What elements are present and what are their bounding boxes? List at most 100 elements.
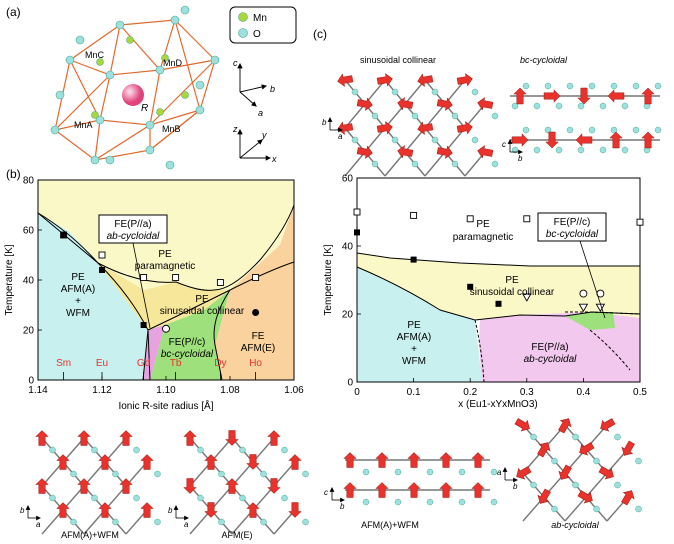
mn-spin-arrow <box>140 502 154 518</box>
mn-spin-arrow <box>516 466 532 480</box>
o-atom <box>411 112 419 120</box>
mn-spin-arrow <box>513 87 527 105</box>
spin-arrow-shape <box>56 502 70 518</box>
mn-spin-arrow <box>376 121 393 135</box>
mn-spin-arrow <box>577 87 591 105</box>
spin-arrow-shape <box>621 440 635 456</box>
spin-arrow-shape <box>356 97 373 111</box>
lattice-axis-glyph: ba <box>322 117 343 141</box>
c-ylabel: Temperature [K] <box>323 244 334 315</box>
mn-spin-arrow <box>204 454 218 470</box>
o-atom <box>197 446 204 454</box>
o-atom <box>490 498 498 506</box>
o-atom <box>614 433 621 441</box>
spin-arrow-shape <box>407 482 421 498</box>
o-atom <box>614 481 621 489</box>
mn-spin-arrow <box>545 131 559 149</box>
o-atom <box>632 126 640 134</box>
o-atom <box>451 160 459 168</box>
mn-spin-arrow <box>439 482 453 498</box>
bond-line <box>344 151 366 177</box>
o-atom <box>635 457 642 465</box>
mn-spin-arrow <box>558 464 572 480</box>
b-xtick-label: 1.12 <box>92 385 112 396</box>
spin-arrow-shape <box>439 482 453 498</box>
mn-spin-arrow <box>407 482 421 498</box>
mn-spin-arrow <box>183 478 197 494</box>
axis-up-label: a <box>497 468 502 477</box>
b-febc-label: bc-cycloidal <box>161 349 214 360</box>
o-atom <box>572 433 579 441</box>
spin-arrow-shape <box>577 490 593 504</box>
o-atom <box>394 498 402 506</box>
axis-up-label: b <box>20 506 25 515</box>
spin-arrow-shape <box>471 452 485 468</box>
mn-spin-arrow <box>288 454 302 470</box>
mn-spin-arrow <box>641 87 655 105</box>
b-afma-wfm: WFM <box>66 308 90 319</box>
o-atom <box>112 518 119 526</box>
o-atom <box>154 470 161 478</box>
b-afma-plus: + <box>75 296 81 307</box>
spin-arrow-shape <box>267 478 281 494</box>
legend-mn: Mn <box>253 13 267 24</box>
axis-right-label: b <box>340 502 345 511</box>
axis-up-label: c <box>324 488 328 497</box>
spin-arrow-shape <box>579 442 595 456</box>
c-tcyc-point <box>522 293 532 302</box>
b-tafme-point <box>252 309 260 316</box>
o-atom <box>555 146 563 154</box>
afm-a-wfm-lattice <box>35 430 161 535</box>
spin-arrow-shape <box>119 478 133 494</box>
c-xtick-label: 0.4 <box>576 387 590 398</box>
spin-arrow-shape <box>375 482 389 498</box>
o-atom <box>362 498 370 506</box>
legend-o: O <box>253 29 261 40</box>
bond-line <box>585 472 608 498</box>
axis-x: x <box>271 154 277 164</box>
o-atom <box>371 160 379 168</box>
mn-spin-arrow <box>140 454 154 470</box>
o-atom <box>133 494 140 502</box>
o-atom <box>70 470 77 478</box>
spin-arrow-shape <box>600 418 616 432</box>
b-tafm-point <box>140 322 147 328</box>
o-atom <box>458 468 466 476</box>
o-atom <box>551 505 558 513</box>
o-atom <box>544 126 552 134</box>
c-ytick-label: 0 <box>347 378 353 389</box>
o-atom <box>544 82 552 90</box>
mn-spin-arrow <box>119 430 133 446</box>
b-element-label: Gd <box>137 358 150 369</box>
c-afma-wfm: WFM <box>402 356 426 367</box>
spin-arrow-shape <box>204 502 218 518</box>
b-xtick-label: 1.14 <box>28 385 48 396</box>
spin-arrow-shape <box>477 145 494 159</box>
c-ytick-label: 60 <box>342 174 354 185</box>
mn-spin-arrow <box>204 502 218 518</box>
o-atom <box>302 470 309 478</box>
bond-line <box>424 151 446 177</box>
spin-arrow-shape <box>516 466 532 480</box>
spin-arrow-shape <box>288 502 302 518</box>
mn-spin-arrow <box>621 440 635 456</box>
mn-spin-arrow <box>456 73 473 87</box>
mn-spin-arrow <box>641 131 655 149</box>
bond-line <box>231 509 254 535</box>
spin-arrow-shape <box>641 87 655 105</box>
mna-label: MnA <box>74 120 93 130</box>
mn-spin-arrow <box>375 482 389 498</box>
panel-label-a: (a) <box>6 5 21 19</box>
o-atom <box>91 494 98 502</box>
c-tn-point <box>636 218 644 226</box>
spin-arrow-shape <box>376 121 393 135</box>
c-left-caption: AFM(A)+WFM <box>361 520 419 530</box>
mn-spin-arrow <box>471 482 485 498</box>
spin-arrow-shape <box>558 418 572 434</box>
o-atom <box>593 457 600 465</box>
axis-y: y <box>261 130 267 140</box>
axis-z: z <box>232 124 238 134</box>
lattice-axis-glyph: ab <box>497 467 518 491</box>
c-para-label: paramagnetic <box>453 232 514 243</box>
mn-spin-arrow <box>225 430 239 446</box>
